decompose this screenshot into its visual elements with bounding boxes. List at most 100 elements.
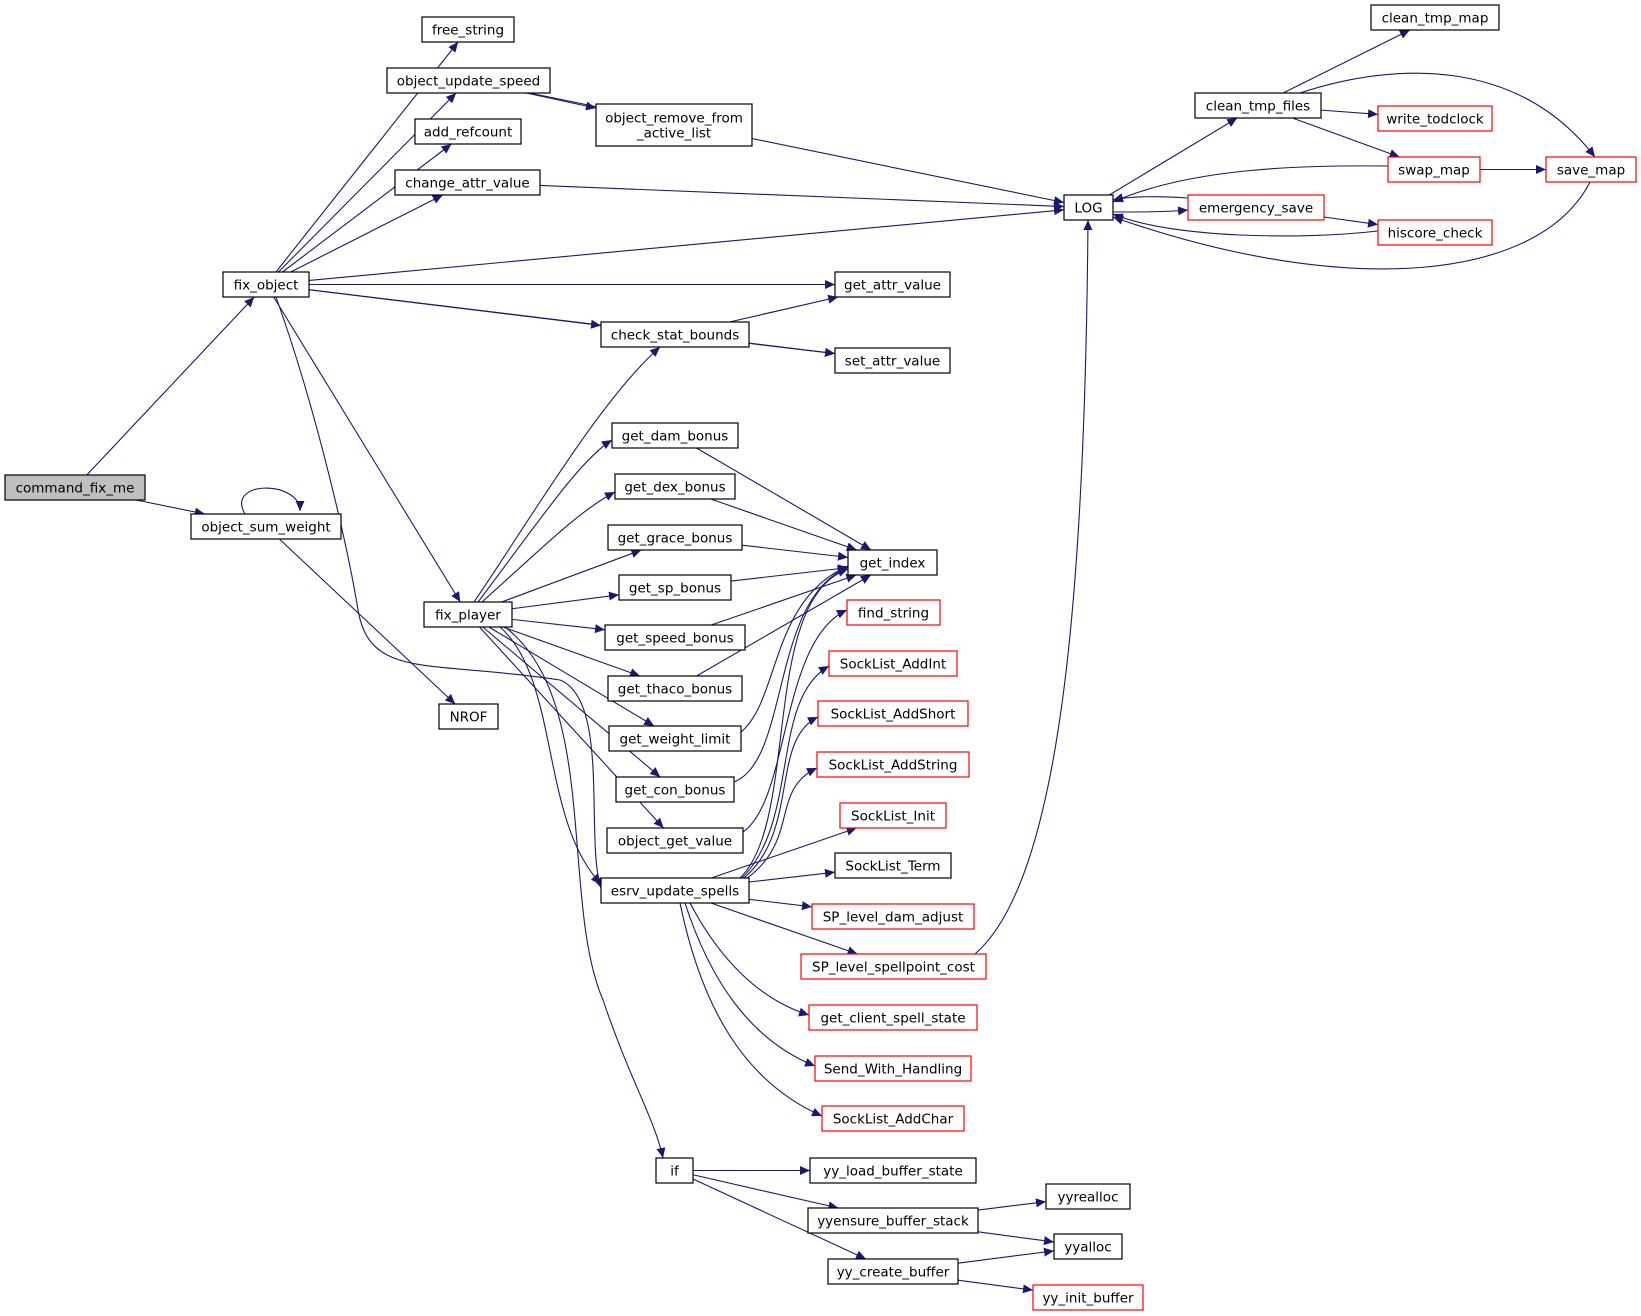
node-SP_level_spellpoint_cost[interactable]: SP_level_spellpoint_cost [800, 953, 987, 980]
node-label: SP_level_dam_adjust [823, 910, 964, 926]
node-NROF[interactable]: NROF [438, 703, 499, 730]
node-get_index[interactable]: get_index [847, 549, 938, 576]
node-yy_load_buffer_state[interactable]: yy_load_buffer_state [809, 1157, 977, 1184]
node-box [1194, 92, 1322, 119]
node-box [394, 169, 541, 196]
node-Send_With_Handling[interactable]: Send_With_Handling [814, 1055, 972, 1082]
node-yyrealloc[interactable]: yyrealloc [1045, 1183, 1131, 1210]
node-SockList_Init[interactable]: SockList_Init [839, 802, 947, 829]
node-clean_tmp_files[interactable]: clean_tmp_files [1194, 92, 1322, 119]
node-set_attr_value[interactable]: set_attr_value [834, 347, 951, 374]
node-label: set_attr_value [845, 354, 940, 370]
node-add_refcount[interactable]: add_refcount [414, 118, 522, 145]
node-SockList_AddInt[interactable]: SockList_AddInt [828, 650, 958, 677]
node-get_dam_bonus[interactable]: get_dam_bonus [611, 422, 739, 449]
node-write_todclock[interactable]: write_todclock [1377, 105, 1493, 132]
edge-hiscore_check-to-LOG [1112, 213, 1379, 237]
node-find_string[interactable]: find_string [846, 599, 941, 626]
node-get_attr_value[interactable]: get_attr_value [834, 271, 951, 298]
node-box [839, 802, 947, 829]
node-box [808, 1004, 978, 1031]
edge-esrv_update_spells-to-SP_level_spellpoint_cost [710, 902, 858, 955]
node-get_dex_bonus[interactable]: get_dex_bonus [614, 473, 736, 500]
edge-get_speed_bonus-to-get_index [711, 574, 857, 626]
node-box [615, 776, 735, 803]
node-get_weight_limit[interactable]: get_weight_limit [608, 725, 742, 752]
node-yy_init_buffer[interactable]: yy_init_buffer [1032, 1284, 1144, 1311]
node-esrv_update_spells[interactable]: esrv_update_spells [600, 877, 750, 904]
node-save_map[interactable]: save_map [1545, 156, 1637, 183]
node-label: yyalloc [1064, 1240, 1111, 1256]
edge-get_dex_bonus-to-get_index [710, 498, 857, 551]
node-fix_player[interactable]: fix_player [423, 601, 513, 628]
node-SockList_Term[interactable]: SockList_Term [834, 852, 952, 879]
node-yy_create_buffer[interactable]: yy_create_buffer [827, 1258, 959, 1285]
node-label: get_dex_bonus [624, 480, 725, 496]
node-SockList_AddShort[interactable]: SockList_AddShort [817, 700, 969, 727]
edge-change_attr_value-to-LOG [539, 184, 1065, 211]
node-label: fix_player [435, 608, 501, 624]
node-box [811, 903, 975, 930]
node-yyalloc[interactable]: yyalloc [1053, 1233, 1123, 1260]
node-box [606, 827, 744, 854]
node-label: yy_init_buffer [1042, 1291, 1134, 1307]
node-box [1545, 156, 1637, 183]
node-change_attr_value[interactable]: change_attr_value [394, 169, 541, 196]
node-yyensure_buffer_stack[interactable]: yyensure_buffer_stack [807, 1207, 979, 1234]
node-object_get_value[interactable]: object_get_value [606, 827, 744, 854]
nodes-layer: command_fix_me fix_object object_sum_weigh… [4, 4, 1637, 1311]
node-SP_level_dam_adjust[interactable]: SP_level_dam_adjust [811, 903, 975, 930]
edge-fix_player-to-get_con_bonus [482, 626, 661, 778]
edge-fix_player-to-get_dex_bonus [481, 491, 616, 603]
node-clean_tmp_map[interactable]: clean_tmp_map [1370, 4, 1500, 31]
node-fix_object[interactable]: fix_object [222, 271, 310, 298]
node-LOG[interactable]: LOG [1063, 194, 1114, 221]
node-get_grace_bonus[interactable]: get_grace_bonus [607, 524, 743, 551]
node-check_stat_bounds[interactable]: check_stat_bounds [600, 321, 750, 348]
node-get_con_bonus[interactable]: get_con_bonus [615, 776, 735, 803]
node-if[interactable]: if [655, 1157, 694, 1184]
node-label: emergency_save [1199, 201, 1313, 217]
node-label: get_speed_bonus [616, 631, 733, 647]
node-box [847, 549, 938, 576]
edge-emergency_save-to-LOG [1112, 193, 1189, 203]
node-object_remove_from_active_list[interactable]: object_remove_from_active_list [595, 103, 753, 147]
node-free_string[interactable]: free_string [421, 16, 515, 43]
node-label: clean_tmp_files [1206, 99, 1310, 115]
node-object_update_speed[interactable]: object_update_speed [386, 67, 551, 94]
edge-get_sp_bonus-to-get_index [730, 564, 849, 582]
node-label: get_con_bonus [625, 783, 726, 799]
node-label: get_index [860, 556, 926, 572]
node-label: SP_level_spellpoint_cost [812, 960, 975, 976]
node-box [1377, 105, 1493, 132]
node-box [1045, 1183, 1131, 1210]
node-box [1377, 219, 1493, 246]
node-SockList_AddChar[interactable]: SockList_AddChar [821, 1105, 965, 1132]
node-object_sum_weight[interactable]: object_sum_weight [190, 513, 342, 540]
node-label: yy_create_buffer [837, 1265, 950, 1281]
node-emergency_save[interactable]: emergency_save [1187, 194, 1325, 221]
node-box [607, 675, 743, 702]
edge-fix_object-to-esrv_update_spells [275, 296, 603, 889]
node-command_fix_me[interactable]: command_fix_me [4, 474, 146, 501]
edge-check_stat_bounds-to-set_attr_value [748, 342, 836, 357]
edge-esrv_update_spells-to-get_client_spell_state [689, 902, 810, 1017]
edge-fix_player-to-get_speed_bonus [511, 618, 606, 634]
node-get_client_spell_state[interactable]: get_client_spell_state [808, 1004, 978, 1031]
node-swap_map[interactable]: swap_map [1387, 156, 1481, 183]
edge-save_map-to-LOG [1112, 181, 1591, 270]
edge-emergency_save-to-hiscore_check [1323, 216, 1379, 228]
node-box [1063, 194, 1114, 221]
node-box [595, 103, 753, 147]
node-hiscore_check[interactable]: hiscore_check [1377, 219, 1493, 246]
node-get_thaco_bonus[interactable]: get_thaco_bonus [607, 675, 743, 702]
node-box [614, 473, 736, 500]
node-get_sp_bonus[interactable]: get_sp_bonus [618, 574, 732, 601]
node-label: get_attr_value [844, 278, 941, 294]
edge-clean_tmp_files-to-swap_map [1292, 117, 1400, 158]
node-box [222, 271, 310, 298]
node-SockList_AddString[interactable]: SockList_AddString [816, 751, 970, 778]
node-get_speed_bonus[interactable]: get_speed_bonus [604, 624, 746, 651]
node-box [827, 1258, 959, 1285]
node-label: yy_load_buffer_state [823, 1164, 963, 1180]
